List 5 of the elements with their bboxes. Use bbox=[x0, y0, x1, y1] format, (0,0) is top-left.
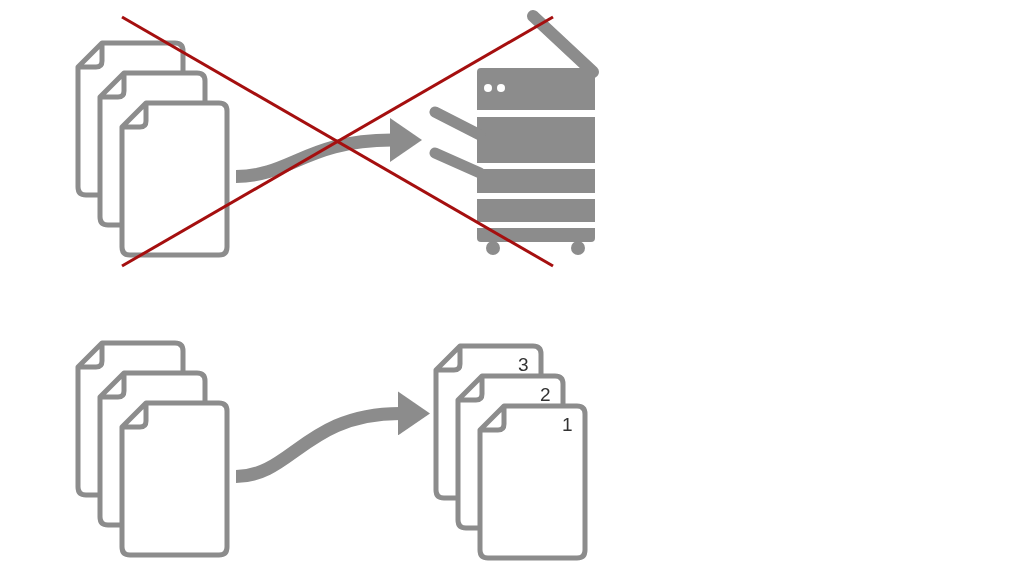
curved-arrow bbox=[235, 391, 430, 483]
page-number: 3 bbox=[518, 355, 529, 374]
page-number: 2 bbox=[540, 385, 551, 404]
page-number: 1 bbox=[562, 415, 573, 434]
curved-arrow bbox=[235, 118, 422, 183]
